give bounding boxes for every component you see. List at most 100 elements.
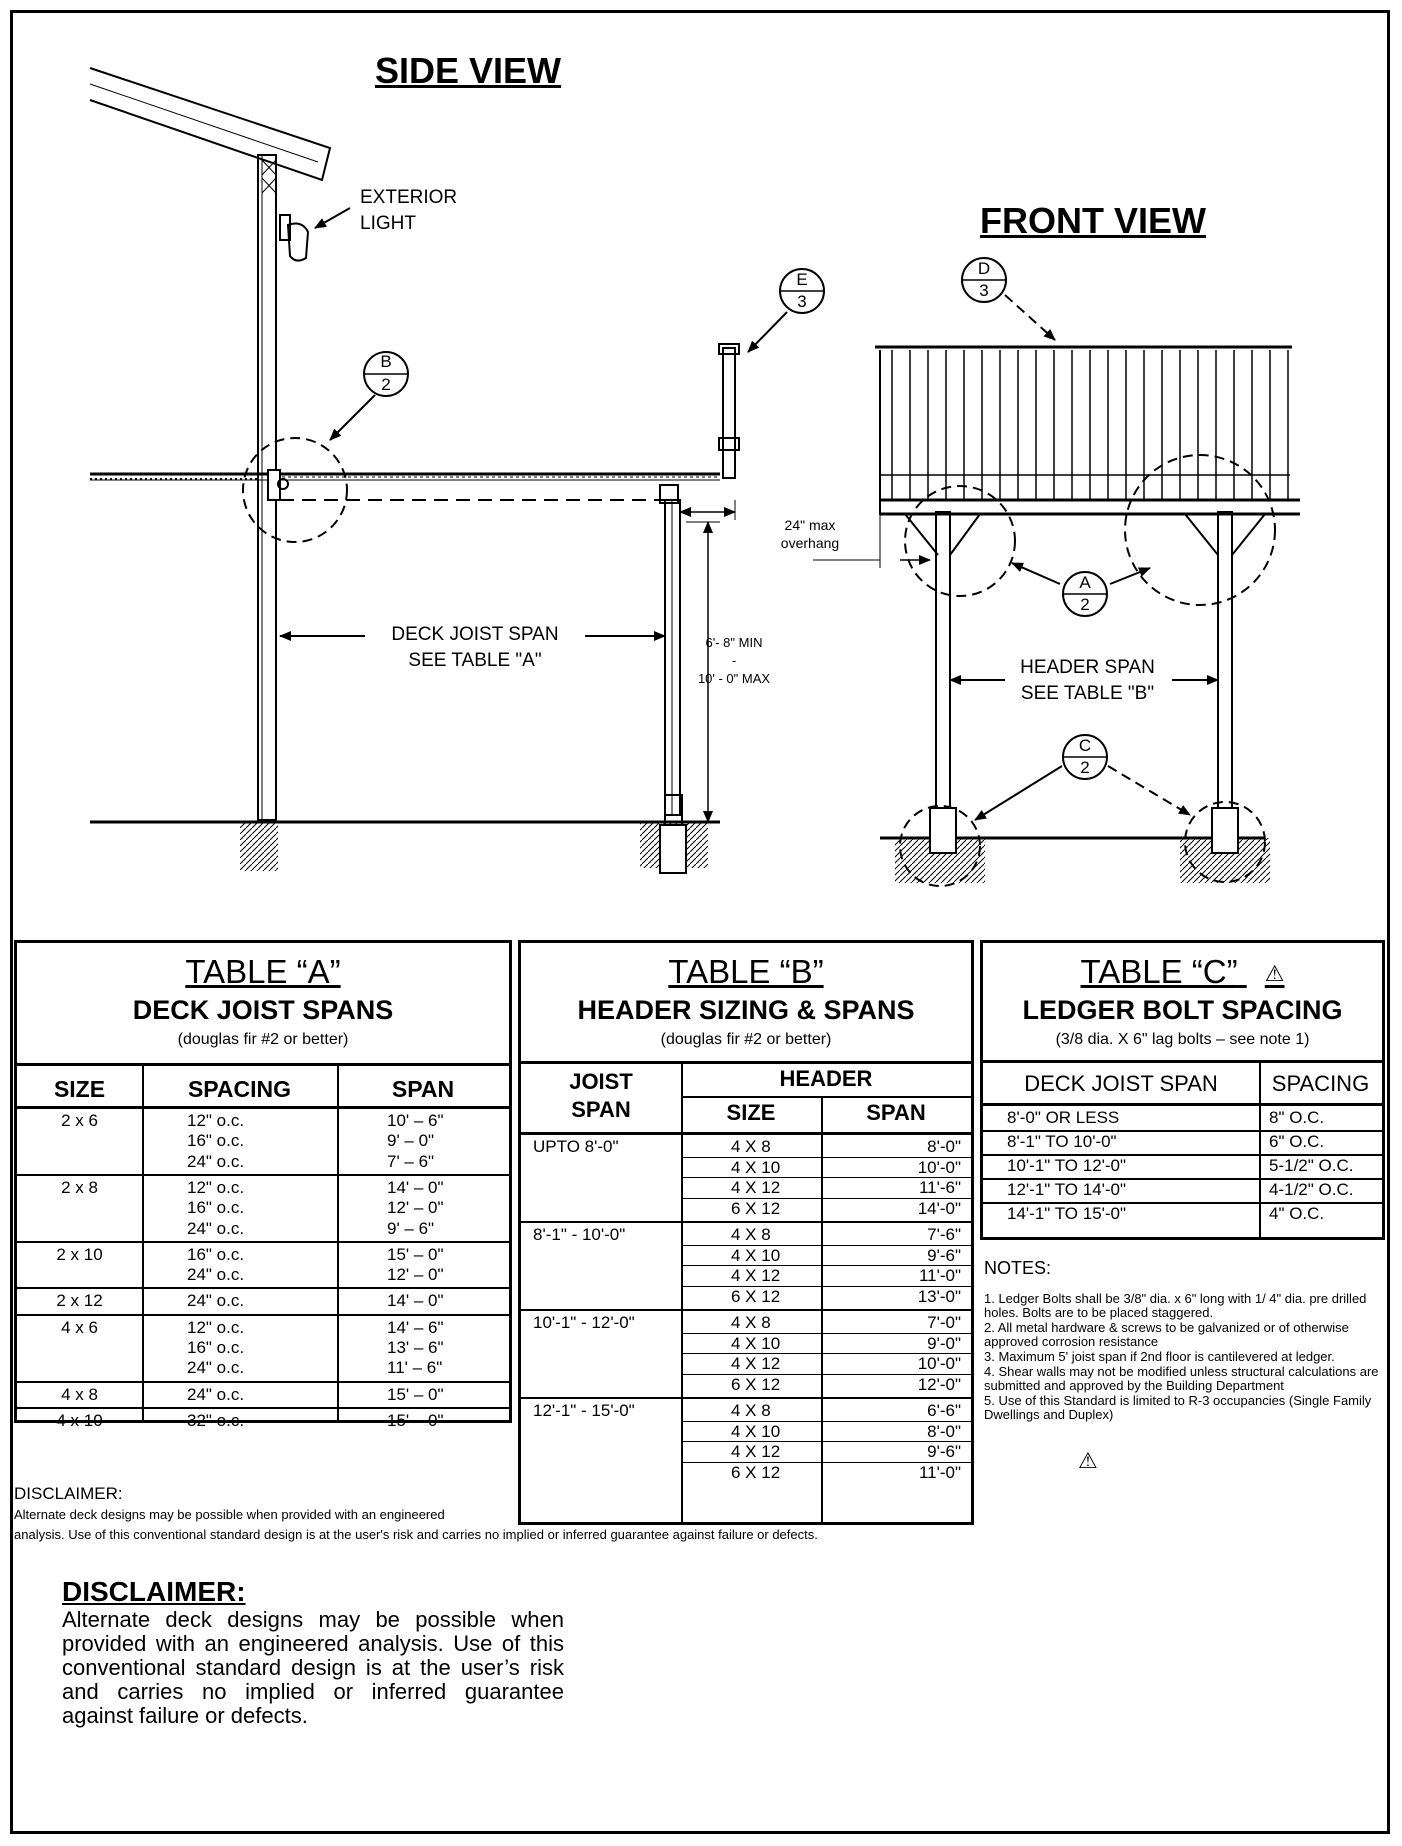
table-rule: [681, 1420, 971, 1422]
height-dimension-label: 6'- 8" MIN - 10' - 0" MAX: [684, 634, 784, 688]
bubble-d-top: D: [977, 259, 991, 278]
table-a-span-cell: 11' – 6": [387, 1358, 443, 1378]
table-a-spacing-cell: 24" o.c.: [187, 1291, 245, 1311]
table-c-note: (3/8 dia. X 6" lag bolts – see note 1): [1055, 1031, 1310, 1048]
table-b-header-header: HEADER: [779, 1066, 873, 1091]
header-span-line1: HEADER SPAN: [1020, 657, 1155, 678]
bubble-e-bottom: 3: [797, 292, 807, 311]
table-b-size-cell: 4 X 12: [731, 1266, 781, 1285]
table-a-spacing-cell: 24" o.c.: [187, 1265, 245, 1285]
bubble-c-bottom: 2: [1080, 758, 1090, 777]
table-c-span-cell: 14'-1" TO 15'-0": [1007, 1204, 1127, 1223]
table-a-size-cell: 4 x 10: [56, 1410, 103, 1430]
table-a-spacing-cell: 16" o.c.: [187, 1338, 245, 1357]
deck-joist-span-label: DECK JOIST SPAN SEE TABLE "A": [370, 622, 580, 674]
table-c-title-row: TABLE “C” ⚠: [983, 953, 1382, 991]
table-c-span-cell: 12'-1" TO 14'-0": [1007, 1180, 1127, 1199]
table-a-size-cell: 2 x 10: [56, 1244, 103, 1264]
table-a: TABLE “A” DECK JOIST SPANS (douglas fir …: [14, 940, 512, 1430]
table-a-size-cell: 2 x 6: [61, 1111, 98, 1130]
table-b-header-span: SPAN: [866, 1100, 926, 1125]
table-a-span-cell: 9' – 0": [387, 1131, 435, 1151]
disclaimer-small-line1: Alternate deck designs may be possible w…: [14, 1507, 445, 1522]
table-a-span-cell: 12' – 0": [387, 1265, 444, 1285]
table-b-size-cell: 4 X 12: [731, 1354, 781, 1373]
table-c-header-spacing: SPACING: [1271, 1071, 1370, 1096]
table-b-subtitle: HEADER SIZING & SPANS: [577, 995, 915, 1025]
table-a-span-cell: 15' – 0": [387, 1244, 444, 1264]
table-b-header-size: SIZE: [726, 1100, 776, 1125]
height-max: 10' - 0" MAX: [697, 671, 771, 686]
table-a-spacing-cell: 12" o.c.: [187, 1177, 245, 1197]
table-c-span-cell: 8'-0" OR LESS: [1007, 1108, 1120, 1127]
table-a-header-size: SIZE: [53, 1076, 106, 1102]
side-view-title: SIDE VIEW: [375, 50, 562, 91]
table-b-size-cell: 4 X 10: [731, 1157, 781, 1177]
header-span-label: HEADER SPAN SEE TABLE "B": [1000, 655, 1175, 707]
table-rule: [681, 1265, 971, 1266]
table-b-grid: JOIST SPAN HEADER SIZE SPAN UPTO 8'-0"4 …: [521, 1061, 971, 1525]
table-rule: [983, 1130, 1382, 1132]
table-a-title: TABLE “A”: [185, 953, 341, 990]
table-rule: [983, 1202, 1382, 1204]
table-rule: [681, 1353, 971, 1354]
table-rule: [681, 1096, 971, 1098]
table-b-span-cell: 7'-6": [927, 1225, 961, 1244]
table-b-size-cell: 6 X 12: [731, 1462, 781, 1482]
table-a-spacing-cell: 12" o.c.: [187, 1317, 245, 1337]
table-c-subtitle: LEDGER BOLT SPACING: [1022, 995, 1343, 1025]
bubble-a-bottom: 2: [1080, 595, 1090, 614]
table-b-size-cell: 6 X 12: [731, 1198, 781, 1218]
table-rule: [681, 1373, 971, 1375]
table-c-span-cell: 8'-1" TO 10'-0": [1007, 1132, 1117, 1151]
table-b: TABLE “B” HEADER SIZING & SPANS (douglas…: [518, 940, 974, 1525]
table-b-size-cell: 4 X 10: [731, 1245, 781, 1265]
table-a-spacing-cell: 12" o.c.: [187, 1111, 245, 1130]
table-rule: [142, 1066, 144, 1423]
table-b-joist-word: JOIST: [569, 1069, 633, 1094]
height-min: 6'- 8" MIN: [705, 635, 763, 650]
table-rule: [17, 1106, 509, 1109]
table-b-span-cell: 10'-0": [917, 1157, 961, 1177]
table-b-note: (douglas fir #2 or better): [660, 1031, 832, 1048]
note-item: 5. Use of this Standard is limited to R-…: [984, 1393, 1372, 1422]
table-rule: [983, 1103, 1382, 1106]
table-a-size-cell: 4 x 6: [61, 1317, 98, 1337]
table-a-size-cell: 4 x 8: [61, 1384, 98, 1404]
table-b-span-cell: 6'-6": [927, 1401, 961, 1420]
table-b-span-cell: 11'-6": [918, 1178, 961, 1197]
table-a-size-cell: 2 x 12: [56, 1291, 103, 1311]
table-b-size-cell: 4 X 10: [731, 1421, 781, 1441]
table-b-span-cell: 14'-0": [917, 1198, 961, 1218]
exterior-light-line1: EXTERIOR: [360, 187, 458, 208]
table-b-span-word: SPAN: [571, 1097, 631, 1122]
table-rule: [521, 1221, 971, 1223]
note-item: 1. Ledger Bolts shall be 3/8" dia. x 6" …: [984, 1291, 1367, 1320]
table-a-span-cell: 7' – 6": [387, 1151, 435, 1171]
table-b-span-cell: 11'-0": [918, 1266, 961, 1285]
table-a-span-cell: 15' – 0": [387, 1384, 444, 1404]
table-b-size-cell: 4 X 8: [731, 1137, 771, 1156]
bubble-e-top: E: [796, 270, 808, 289]
table-rule: [521, 1309, 971, 1311]
table-b-size-cell: 4 X 8: [731, 1401, 771, 1420]
disclaimer-large-heading: DISCLAIMER:: [62, 1576, 246, 1607]
deck-joist-span-line1: DECK JOIST SPAN: [391, 624, 559, 645]
table-b-size-cell: 4 X 10: [731, 1333, 781, 1353]
overhang-line1: 24" max: [784, 517, 836, 533]
table-rule: [337, 1066, 339, 1423]
bubble-d-bottom: 3: [979, 281, 989, 300]
front-view-title: FRONT VIEW: [980, 200, 1206, 241]
table-b-span-cell: 8'-0": [927, 1421, 961, 1441]
table-a-spacing-cell: 24" o.c.: [187, 1151, 245, 1171]
table-a-size-cell: 2 x 8: [61, 1177, 98, 1197]
table-a-span-cell: 14' – 0": [387, 1291, 444, 1311]
table-b-title: TABLE “B”: [668, 953, 824, 990]
overhang-line2: overhang: [780, 535, 840, 551]
table-c-spacing-cell: 4" O.C.: [1269, 1204, 1325, 1223]
disclaimer-small-heading: DISCLAIMER:: [14, 1484, 123, 1503]
header-span-line2: SEE TABLE "B": [1020, 683, 1155, 704]
table-b-size-cell: 6 X 12: [731, 1374, 781, 1394]
table-rule: [681, 1197, 971, 1199]
table-b-span-cell: 12'-0": [917, 1374, 961, 1394]
